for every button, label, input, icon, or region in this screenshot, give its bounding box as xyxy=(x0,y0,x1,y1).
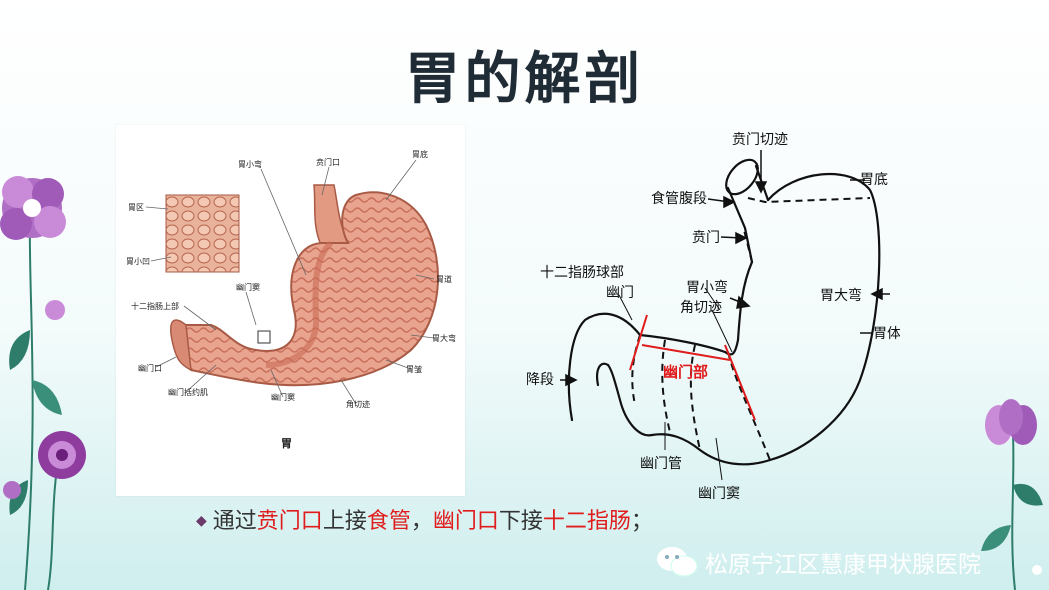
label-ben-men-qieji: 贲门切迹 xyxy=(732,132,788,148)
label-wei-di: 胃底 xyxy=(412,149,428,159)
flower-decoration-left xyxy=(0,176,86,590)
label-you-men-kuoyue-ji: 幽门括约肌 xyxy=(168,387,208,397)
label-wei-ti: 胃体 xyxy=(873,326,900,342)
label-wei-xiao-wan: 胃小弯 xyxy=(686,279,728,296)
label-ben-men-kou: 贲门口 xyxy=(316,157,340,167)
label-you-men: 幽门 xyxy=(606,285,634,301)
flower-decoration-right xyxy=(981,399,1043,590)
figure-caption: 胃 xyxy=(281,437,292,450)
page-title: 胃的解剖 xyxy=(404,47,645,112)
stomach-illustration-panel: 胃小弯 贲门口 胃底 胃区 胃小凹 幽门窦 胃道 十二指肠上部 胃大弯 幽门口 … xyxy=(116,125,465,496)
label-jiao-qie-ji: 角切迹 xyxy=(346,399,370,409)
label-wei-da-wan: 胃大弯 xyxy=(432,333,456,343)
duodenum xyxy=(170,319,192,372)
wechat-icon xyxy=(657,547,698,577)
label-wei-xiao-ao: 胃小凹 xyxy=(126,257,150,266)
label-wei-xiao-wan: 胃小弯 xyxy=(238,159,262,169)
label-jiang-duan: 降段 xyxy=(526,372,554,388)
label-you-men-kou: 幽门口 xyxy=(138,363,162,373)
label-shier-zhichang-qiubu: 十二指肠球部 xyxy=(540,265,624,281)
pyloric-region-markers xyxy=(629,314,756,421)
stomach-illustration: 胃小弯 贲门口 胃底 胃区 胃小凹 幽门窦 胃道 十二指肠上部 胃大弯 幽门口 … xyxy=(126,149,456,450)
schematic-outline xyxy=(567,158,881,466)
label-wei-di: 胃底 xyxy=(860,172,888,188)
label-shiguan-fu-duan: 食管腹段 xyxy=(651,190,707,207)
summary-caption: ◆通过贲门口上接食管，幽门口下接十二指肠； xyxy=(196,509,653,534)
watermark-text: 松原宁江区慧康甲状腺医院 xyxy=(705,552,981,578)
label-wei-qu: 胃区 xyxy=(128,203,144,212)
label-jiao-qie-ji: 角切迹 xyxy=(680,300,722,316)
label-wei-da-wan: 胃大弯 xyxy=(820,287,862,304)
label-ben-men: 贲门 xyxy=(692,230,720,246)
label-you-men-dou: 幽门窦 xyxy=(236,282,260,292)
label-you-men-dou: 幽门窦 xyxy=(698,486,740,502)
label-shier-zhichang-shangbu: 十二指肠上部 xyxy=(131,301,179,311)
label-wei-zhou: 胃皱 xyxy=(406,364,422,374)
schematic-dashed-lines xyxy=(631,197,871,461)
label-you-men-bu: 幽门部 xyxy=(663,363,708,381)
stomach-schematic: 贲门切迹 食管腹段 胃底 贲门 十二指肠球部 胃小弯 幽门 角切迹 胃大弯 胃体… xyxy=(526,132,900,502)
mucosa-inset xyxy=(165,194,240,273)
label-wei-dao: 胃道 xyxy=(436,274,452,284)
stomach-body xyxy=(179,191,439,387)
label-you-men-dou-2: 幽门窦 xyxy=(271,392,295,402)
label-you-men-guan: 幽门管 xyxy=(640,456,682,472)
diamond-bullet-icon: ◆ xyxy=(196,513,207,529)
